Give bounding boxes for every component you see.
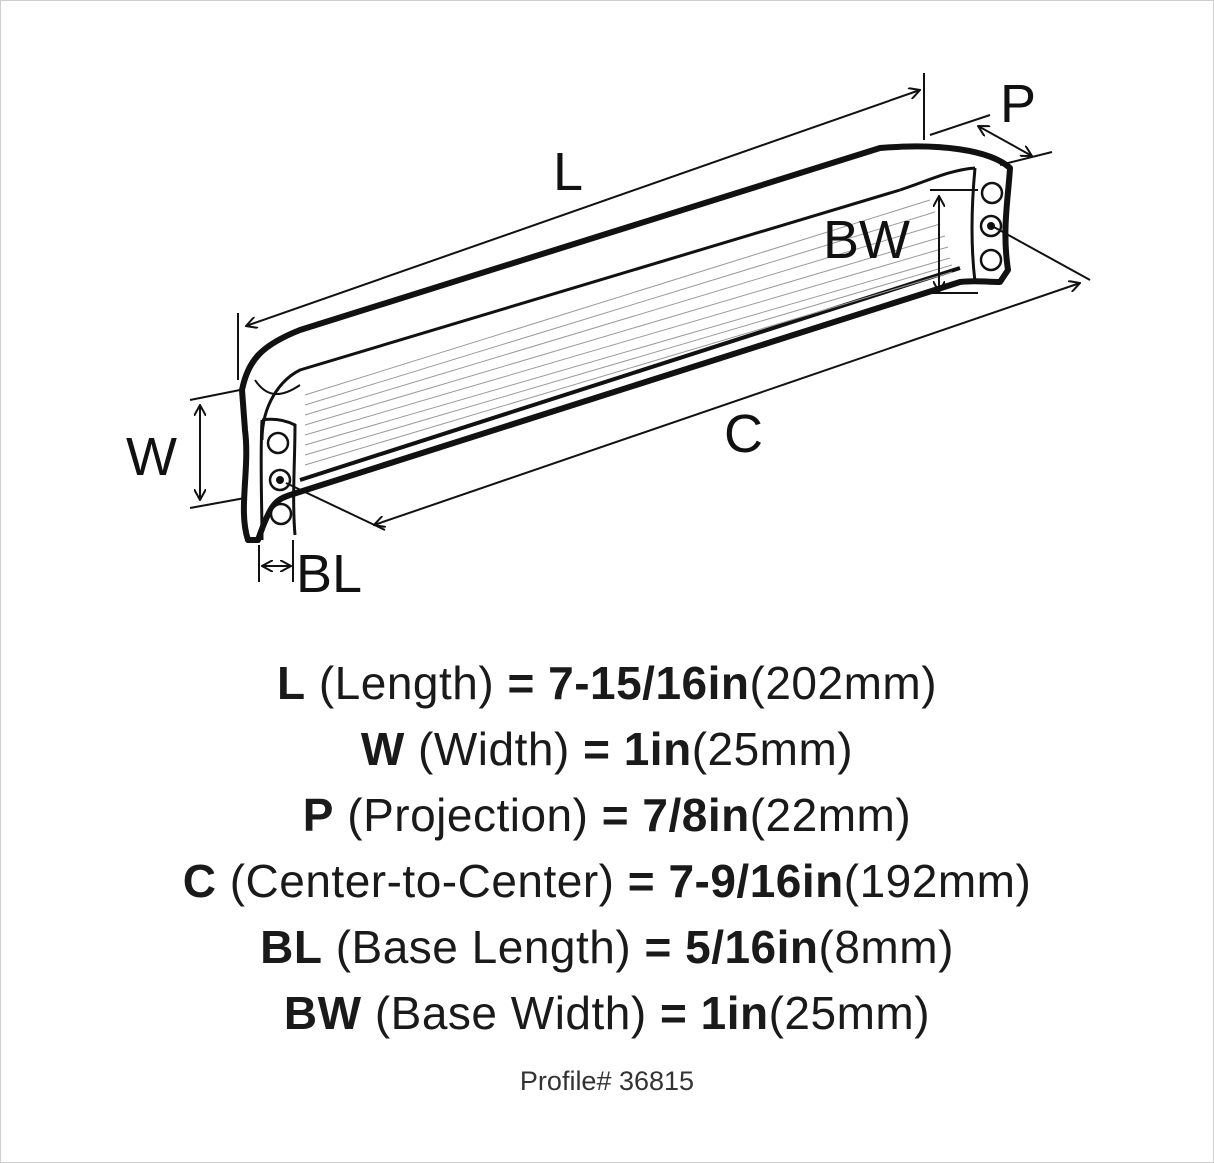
spec-list: L (Length) = 7-15/16in(202mm) W (Width) … xyxy=(0,650,1214,1046)
spec-name: (Base Width) xyxy=(374,987,647,1039)
label-bw: BW xyxy=(823,210,910,270)
spec-key: P xyxy=(302,789,334,841)
spec-row-width: W (Width) = 1in(25mm) xyxy=(0,716,1214,782)
spec-imperial: 7/8in xyxy=(642,789,750,841)
spec-key: BL xyxy=(260,921,323,973)
spec-metric: (192mm) xyxy=(843,855,1032,907)
spec-metric: (25mm) xyxy=(768,987,931,1039)
spec-row-center-to-center: C (Center-to-Center) = 7-9/16in(192mm) xyxy=(0,848,1214,914)
spec-row-length: L (Length) = 7-15/16in(202mm) xyxy=(0,650,1214,716)
spec-imperial: 7-9/16in xyxy=(668,855,844,907)
spec-equals: = xyxy=(644,921,672,973)
spec-metric: (202mm) xyxy=(749,657,938,709)
label-l: L xyxy=(553,142,583,202)
handle-body xyxy=(239,143,1013,543)
spec-metric: (8mm) xyxy=(818,921,954,973)
spec-key: W xyxy=(360,723,405,775)
left-base-holes xyxy=(266,431,293,526)
spec-imperial: 1in xyxy=(700,987,769,1039)
spec-name: (Center-to-Center) xyxy=(229,855,615,907)
handle-drawing: L P BW W C BL xyxy=(126,73,1091,604)
spec-metric: (25mm) xyxy=(691,723,854,775)
right-base-holes xyxy=(979,181,1004,272)
spec-equals: = xyxy=(507,657,535,709)
spec-row-projection: P (Projection) = 7/8in(22mm) xyxy=(0,782,1214,848)
spec-name: (Base Length) xyxy=(335,921,632,973)
spec-metric: (22mm) xyxy=(749,789,912,841)
spec-row-base-length: BL (Base Length) = 5/16in(8mm) xyxy=(0,914,1214,980)
label-bl: BL xyxy=(296,544,362,604)
dimension-lines xyxy=(189,73,1091,582)
spec-imperial: 7-15/16in xyxy=(548,657,750,709)
label-c: C xyxy=(724,404,763,464)
profile-number: Profile# 36815 xyxy=(519,1066,695,1096)
spec-name: (Length) xyxy=(318,657,495,709)
spec-key: L xyxy=(276,657,306,709)
spec-equals: = xyxy=(601,789,630,841)
spec-imperial: 5/16in xyxy=(685,921,819,973)
spec-key: BW xyxy=(283,987,362,1039)
spec-imperial: 1in xyxy=(623,723,692,775)
label-p: P xyxy=(1000,74,1036,134)
spec-name: (Width) xyxy=(418,723,570,775)
label-w: W xyxy=(126,427,177,487)
spec-key: C xyxy=(182,855,217,907)
spec-equals: = xyxy=(627,855,656,907)
spec-equals: = xyxy=(659,987,688,1039)
spec-name: (Projection) xyxy=(347,789,589,841)
spec-row-base-width: BW (Base Width) = 1in(25mm) xyxy=(0,980,1214,1046)
spec-equals: = xyxy=(583,723,611,775)
